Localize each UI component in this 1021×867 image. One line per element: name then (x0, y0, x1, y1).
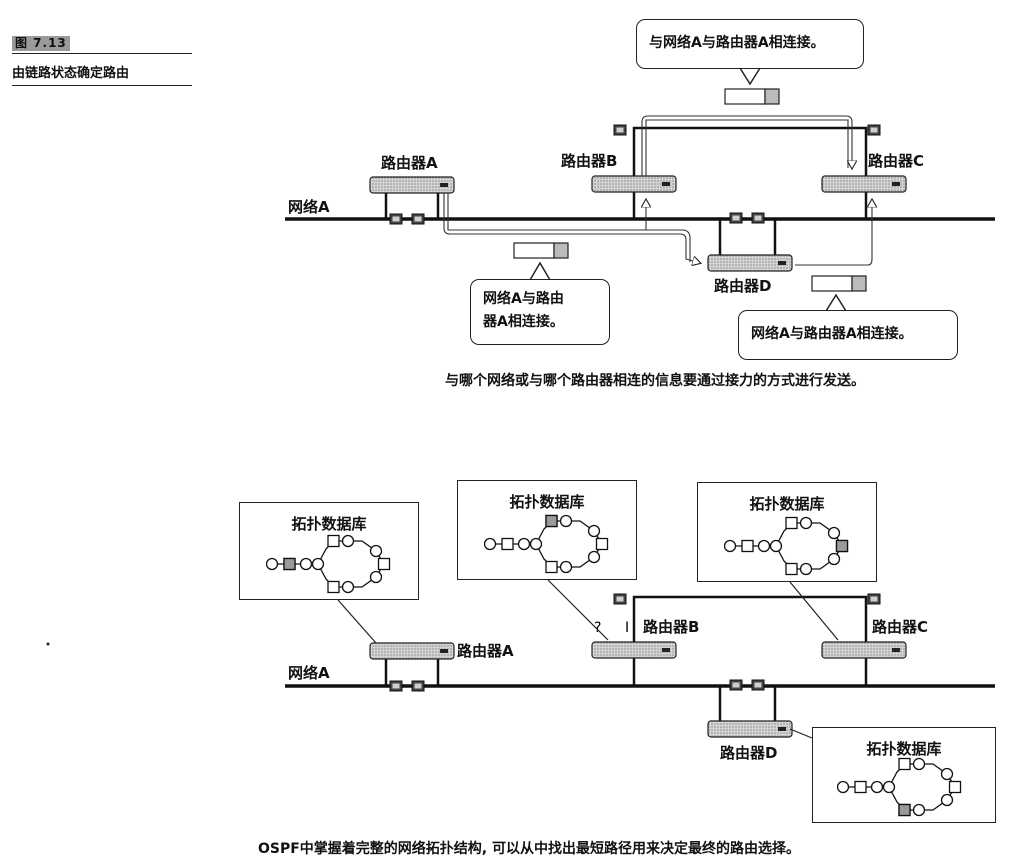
message-bubble-top: 与网络A与路由器A相连接。 (636, 19, 864, 69)
network-a-label-bottom: 网络A (288, 664, 330, 682)
topology-database-router-a: 拓扑数据库 (239, 502, 419, 600)
figure-rule-bottom (12, 85, 192, 86)
message-bubble-right-text: 网络A与路由器A相连接。 (751, 326, 913, 342)
router-b-label-bottom: 路由器B (643, 618, 700, 636)
message-bubble-left: 网络A与路由 器A相连接。 (470, 279, 610, 345)
router-d-top (707, 254, 793, 272)
topology-database-router-d: 拓扑数据库 (812, 727, 996, 823)
message-bubble-right: 网络A与路由器A相连接。 (738, 310, 958, 360)
topology-database-title: 拓扑数据库 (291, 515, 367, 533)
topology-graph (724, 511, 849, 581)
router-c-label-bottom: 路由器C (872, 618, 929, 636)
packet-top (724, 88, 780, 105)
topology-database-title: 拓扑数据库 (866, 740, 942, 758)
router-a-bottom (369, 642, 455, 660)
message-bubble-top-text: 与网络A与路由器A相连接。 (649, 35, 825, 51)
router-d-label-top: 路由器D (714, 277, 772, 295)
caption-top: 与哪个网络或与哪个路由器相连的信息要通过接力的方式进行发送。 (445, 373, 865, 389)
packet-right (811, 275, 867, 292)
topology-database-title: 拓扑数据库 (749, 495, 825, 513)
router-a-label-bottom: 路由器A (457, 642, 514, 660)
message-bubble-left-line1: 网络A与路由 (483, 291, 564, 307)
message-bubble-left-line2: 器A相连接。 (483, 314, 564, 330)
topology-graph (266, 529, 406, 599)
router-c-bottom (821, 641, 907, 659)
packet-left (513, 242, 569, 259)
caption-bottom: OSPF中掌握着完整的网络拓扑结构, 可以从中找出最短路径用来决定最终的路由选择… (258, 841, 800, 857)
router-b-bottom (591, 641, 677, 659)
topology-graph (484, 514, 624, 579)
figure-tag: 图 7.13 (12, 36, 70, 51)
router-c-top (821, 175, 907, 193)
router-a-top (369, 176, 455, 194)
topology-graph (837, 752, 977, 817)
router-c-label-top: 路由器C (868, 152, 925, 170)
router-a-label-top: 路由器A (381, 154, 438, 172)
topology-database-router-b: 拓扑数据库 (457, 480, 637, 580)
svg-text:?: ? (594, 620, 601, 636)
figure-rule-top (12, 53, 192, 54)
router-b-label-top: 路由器B (561, 152, 618, 170)
svg-text:I: I (625, 620, 629, 636)
router-d-label-bottom: 路由器D (720, 744, 778, 762)
topology-database-title: 拓扑数据库 (509, 493, 585, 511)
topology-database-router-c: 拓扑数据库 (697, 482, 877, 582)
network-a-label-top: 网络A (288, 198, 330, 216)
router-d-bottom (707, 720, 793, 738)
router-b-top (591, 175, 677, 193)
figure-title: 由链路状态确定路由 (12, 66, 130, 81)
